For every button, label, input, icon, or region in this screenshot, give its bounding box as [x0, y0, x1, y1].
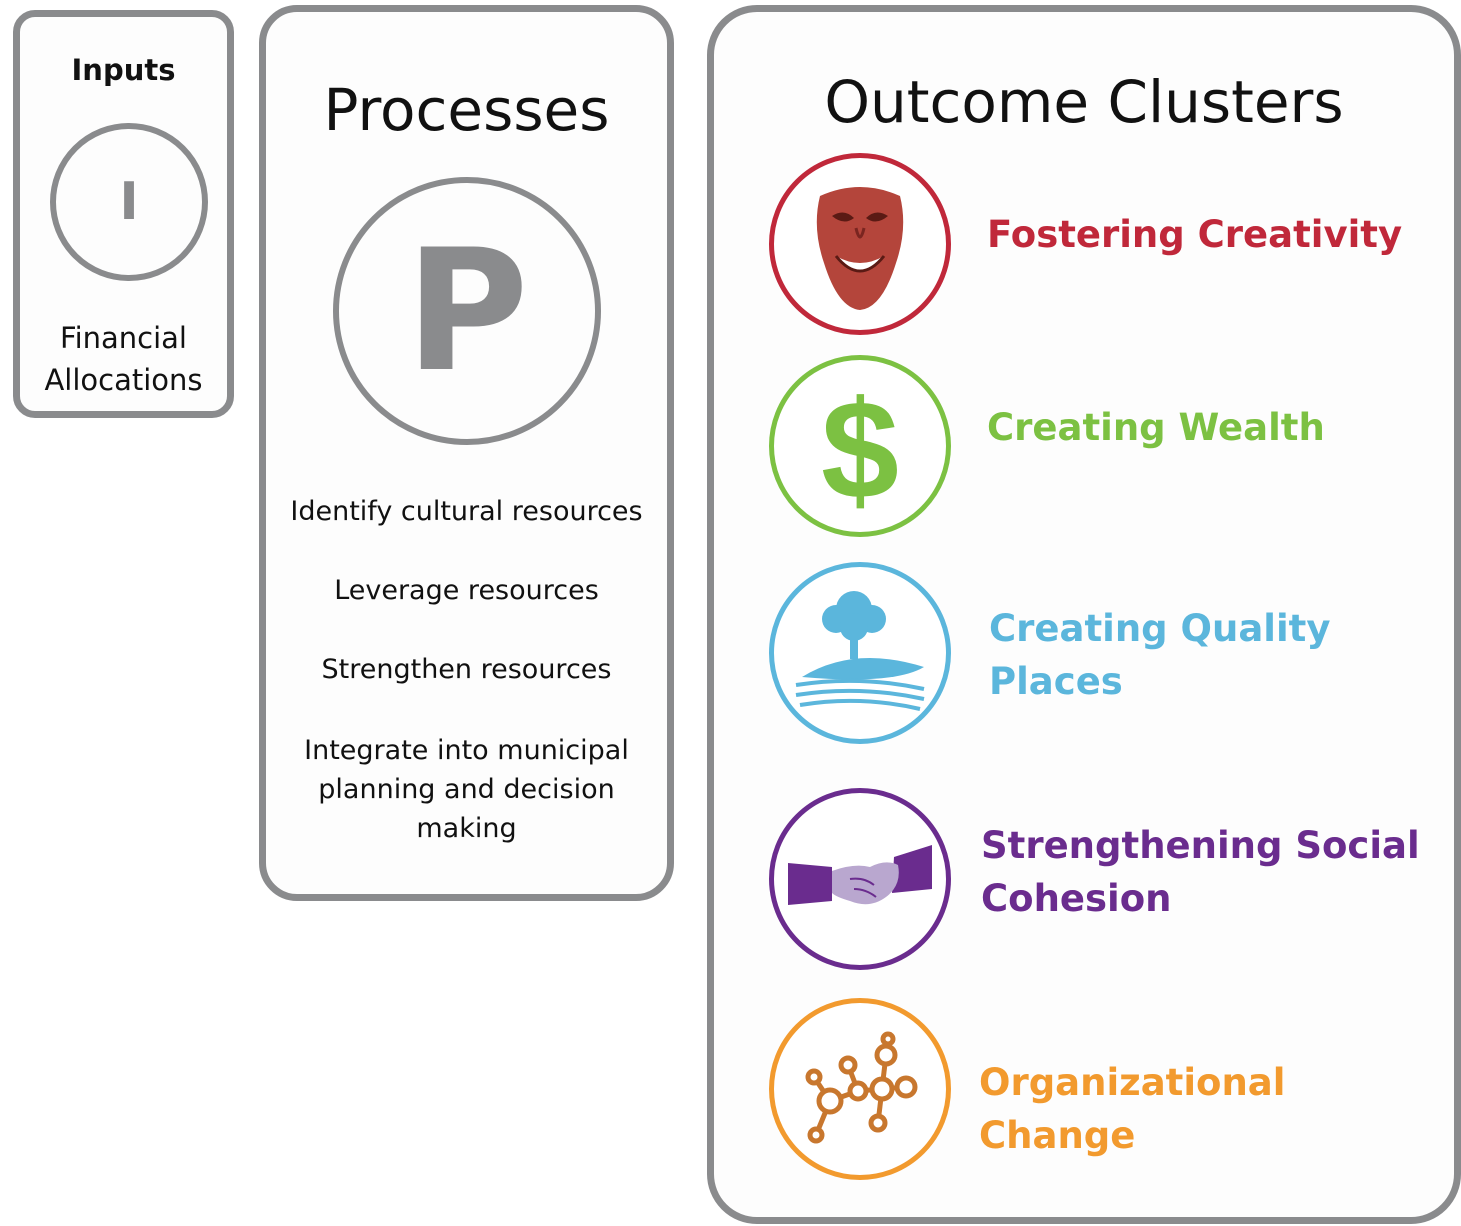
outcome-circle-organizational	[769, 998, 951, 1180]
outcome-label-organizational: Organizational Change	[979, 1056, 1285, 1162]
outcome-label-creativity: Fostering Creativity	[987, 208, 1402, 261]
inputs-description: Financial Allocations	[20, 317, 227, 401]
outcome-label-line: Places	[989, 660, 1123, 703]
processes-panel: Processes P Identify cultural resources …	[259, 5, 674, 901]
dollar-sign-icon: $	[821, 371, 899, 528]
outcome-label-places: Creating Quality Places	[989, 602, 1330, 708]
outcome-label-line: Change	[979, 1114, 1136, 1157]
process-step-line: Integrate into municipal	[304, 735, 629, 766]
theater-mask-icon	[816, 187, 904, 310]
network-nodes-icon	[805, 1031, 918, 1144]
outcomes-title: Outcome Clusters	[824, 68, 1344, 136]
processes-title: Processes	[323, 76, 610, 144]
outcome-label-wealth: Creating Wealth	[987, 401, 1325, 454]
outcome-label-line: Fostering Creativity	[987, 213, 1403, 256]
inputs-letter: I	[119, 172, 139, 232]
svg-text:$: $	[821, 371, 899, 528]
outcome-label-line: Cohesion	[981, 877, 1172, 920]
inputs-panel: Inputs I Financial Allocations	[13, 10, 234, 418]
handshake-icon	[788, 845, 932, 905]
outcome-label-line: Creating Wealth	[987, 406, 1325, 449]
process-step: Leverage resources	[334, 575, 599, 606]
outcome-circle-creativity	[769, 153, 951, 335]
tree-landscape-icon	[795, 591, 925, 711]
outcome-label-line: Organizational	[979, 1061, 1286, 1104]
inputs-description-line: Financial	[60, 321, 187, 355]
outcome-label-cohesion: Strengthening Social Cohesion	[981, 819, 1420, 925]
process-step-line: making	[416, 813, 517, 844]
processes-circle: P	[333, 177, 601, 445]
process-step: Identify cultural resources	[290, 496, 643, 527]
outcomes-panel: Outcome Clusters Fostering Creativity $ …	[707, 5, 1461, 1224]
inputs-circle: I	[50, 123, 208, 281]
process-step-multiline: Integrate into municipal planning and de…	[266, 731, 667, 848]
process-step-line: planning and decision	[318, 774, 615, 805]
outcome-circle-wealth: $	[769, 355, 951, 537]
process-step: Strengthen resources	[321, 654, 612, 685]
processes-letter: P	[405, 213, 529, 409]
outcome-label-line: Strengthening Social	[981, 824, 1420, 867]
outcome-circle-cohesion	[769, 788, 951, 970]
inputs-title: Inputs	[71, 53, 176, 87]
outcome-label-line: Creating Quality	[989, 607, 1331, 650]
inputs-description-line: Allocations	[44, 363, 203, 397]
outcome-circle-places	[769, 562, 951, 744]
